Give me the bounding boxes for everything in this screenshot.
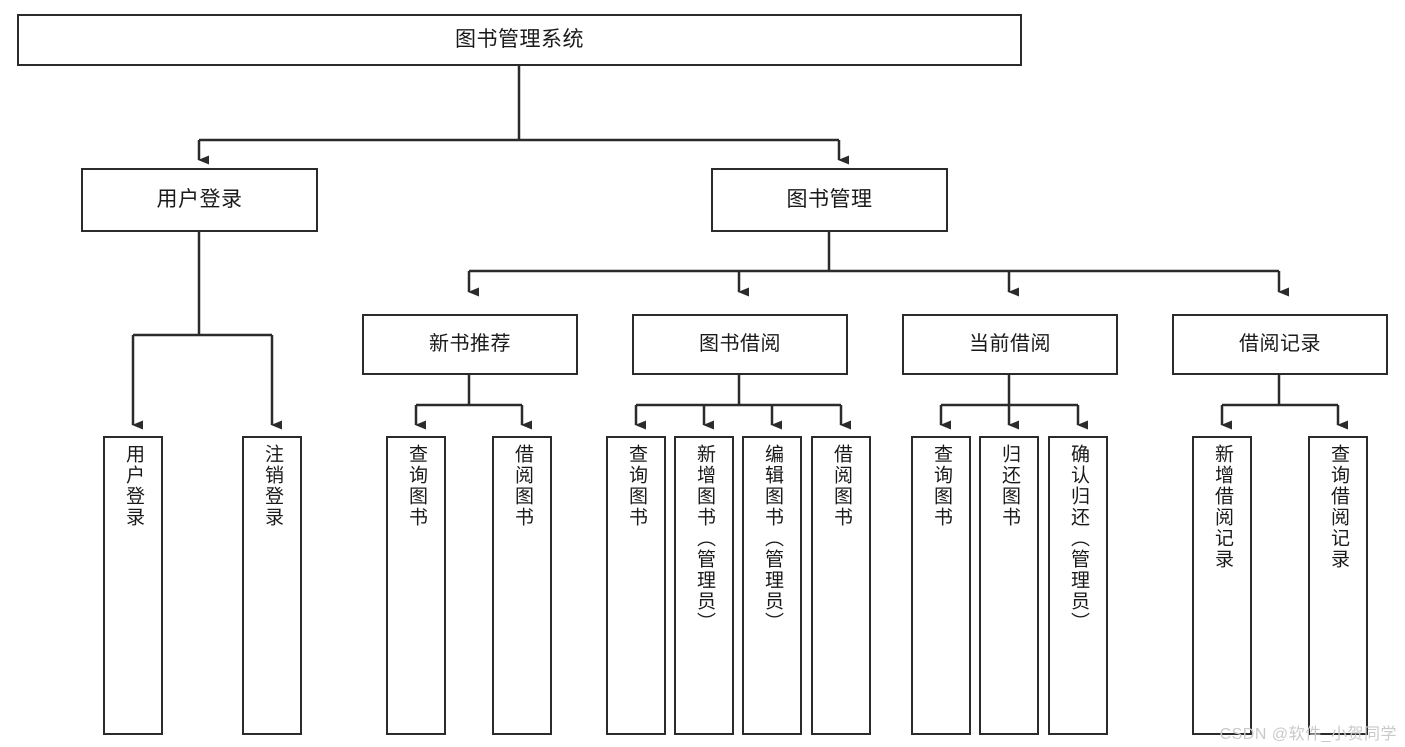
leaf-borrow-book-label: 借阅图书 [830, 444, 852, 528]
node-user-login[interactable]: 用户登录 [81, 168, 318, 232]
leaf-query-book-newbook-label: 查询图书 [405, 444, 427, 528]
leaf-return-book[interactable]: 归还图书 [979, 436, 1039, 735]
leaf-user-login[interactable]: 用户登录 [103, 436, 163, 735]
node-book-borrow[interactable]: 图书借阅 [632, 314, 848, 375]
node-book-borrow-label: 图书借阅 [699, 332, 781, 355]
node-new-book-recommend[interactable]: 新书推荐 [362, 314, 578, 375]
node-book-manage[interactable]: 图书管理 [711, 168, 948, 232]
leaf-add-borrow-record[interactable]: 新增借阅记录 [1192, 436, 1252, 735]
edge-bookborrow-to-leaves [634, 375, 851, 430]
edge-root-to-level1 [197, 66, 849, 165]
leaf-query-book-current[interactable]: 查询图书 [911, 436, 971, 735]
node-current-borrow-label: 当前借阅 [969, 332, 1051, 355]
leaf-query-book-newbook[interactable]: 查询图书 [386, 436, 446, 735]
node-new-book-recommend-label: 新书推荐 [429, 332, 511, 355]
node-borrow-record[interactable]: 借阅记录 [1172, 314, 1388, 375]
leaf-edit-book[interactable]: 编辑图书（管理员） [742, 436, 802, 735]
leaf-edit-book-label: 编辑图书（管理员） [761, 444, 783, 633]
leaf-borrow-book[interactable]: 借阅图书 [811, 436, 871, 735]
edge-newbook-to-leaves [414, 375, 532, 430]
leaf-query-borrow-record[interactable]: 查询借阅记录 [1308, 436, 1368, 735]
node-current-borrow[interactable]: 当前借阅 [902, 314, 1118, 375]
leaf-query-book-borrow[interactable]: 查询图书 [606, 436, 666, 735]
leaf-query-book-borrow-label: 查询图书 [625, 444, 647, 528]
leaf-return-book-label: 归还图书 [998, 444, 1020, 528]
node-root-label: 图书管理系统 [455, 27, 584, 51]
node-book-manage-label: 图书管理 [786, 187, 873, 211]
edge-bookmanage-to-level2 [467, 232, 1289, 297]
leaf-query-borrow-record-label: 查询借阅记录 [1327, 444, 1349, 570]
leaf-borrow-book-newbook-label: 借阅图书 [511, 444, 533, 528]
leaf-add-book-label: 新增图书（管理员） [693, 444, 715, 633]
edge-borrowrecord-to-leaves [1220, 375, 1348, 430]
leaf-query-book-current-label: 查询图书 [930, 444, 952, 528]
node-borrow-record-label: 借阅记录 [1239, 332, 1321, 355]
edge-userlogin-to-leaves [131, 232, 282, 430]
leaf-confirm-return[interactable]: 确认归还（管理员） [1048, 436, 1108, 735]
node-user-login-label: 用户登录 [156, 187, 243, 211]
leaf-add-book[interactable]: 新增图书（管理员） [674, 436, 734, 735]
csdn-watermark: CSDN @软件_小贺同学 [1219, 726, 1397, 743]
node-root[interactable]: 图书管理系统 [17, 14, 1022, 66]
leaf-logout[interactable]: 注销登录 [242, 436, 302, 735]
edge-currentborrow-to-leaves [939, 375, 1088, 430]
leaf-user-login-label: 用户登录 [122, 444, 144, 528]
leaf-confirm-return-label: 确认归还（管理员） [1067, 444, 1089, 633]
leaf-borrow-book-newbook[interactable]: 借阅图书 [492, 436, 552, 735]
leaf-add-borrow-record-label: 新增借阅记录 [1211, 444, 1233, 570]
leaf-logout-label: 注销登录 [261, 444, 283, 528]
